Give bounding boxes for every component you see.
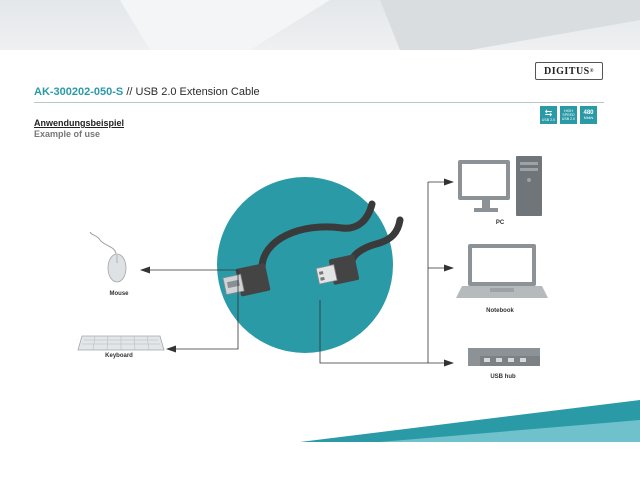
header-separator: // [126, 86, 133, 98]
high-speed-icon: HIGH SPEED USB 2.0 [560, 106, 577, 124]
usb-female-connector [222, 263, 271, 297]
arrow-hub [444, 359, 454, 367]
background-shapes [120, 0, 640, 50]
section-title-en: Example of use [34, 129, 101, 139]
keyboard-icon [77, 335, 165, 351]
product-header: AK-300202-050-S // USB 2.0 Extension Cab… [34, 86, 260, 98]
badge-speed-unit: Mbit/s [583, 116, 594, 120]
cable-female [258, 200, 376, 272]
badge-high-speed-label: HIGH SPEED [562, 109, 575, 117]
brand-name: DIGITUS [544, 65, 590, 77]
badge-high-speed-sub: USB 2.0 [561, 117, 576, 121]
arrow-keyboard [166, 345, 176, 353]
label-mouse: Mouse [109, 291, 129, 297]
line-to-keyboard [176, 300, 239, 350]
cable-male [348, 216, 404, 266]
badge-speed-value: 480 [583, 110, 594, 116]
pc-icon [458, 156, 542, 216]
speed-480-icon: 480 Mbit/s [580, 106, 597, 124]
mouse-icon [89, 231, 127, 283]
notebook-icon [456, 244, 548, 298]
line-main [319, 300, 428, 364]
bottom-light-stripe [380, 420, 640, 442]
header-divider [34, 102, 604, 103]
label-notebook: Notebook [486, 308, 514, 314]
feature-badges: ⇆ USB 2.0 HIGH SPEED USB 2.0 480 Mbit/s [540, 106, 597, 124]
label-usb-hub: USB hub [490, 374, 516, 380]
arrow-notebook [444, 264, 454, 272]
label-keyboard: Keyboard [105, 353, 133, 359]
badge-usb-label: USB 2.0 [541, 117, 556, 122]
background-bottom [0, 442, 640, 480]
arrow-mouse [140, 266, 150, 274]
digitus-logo: DIGITUS® [535, 62, 603, 80]
usb-trident-icon: ⇆ USB 2.0 [540, 106, 557, 124]
section-title-de: Anwendungsbeispiel [34, 118, 125, 128]
product-code: AK-300202-050-S [34, 86, 124, 98]
product-name: USB 2.0 Extension Cable [135, 86, 260, 98]
cable-circle [217, 177, 393, 353]
usb-hub-icon [468, 348, 540, 366]
label-pc: PC [495, 220, 505, 226]
usb-male-connector [315, 254, 360, 285]
arrow-pc [444, 178, 454, 186]
line-to-mouse [150, 269, 239, 300]
